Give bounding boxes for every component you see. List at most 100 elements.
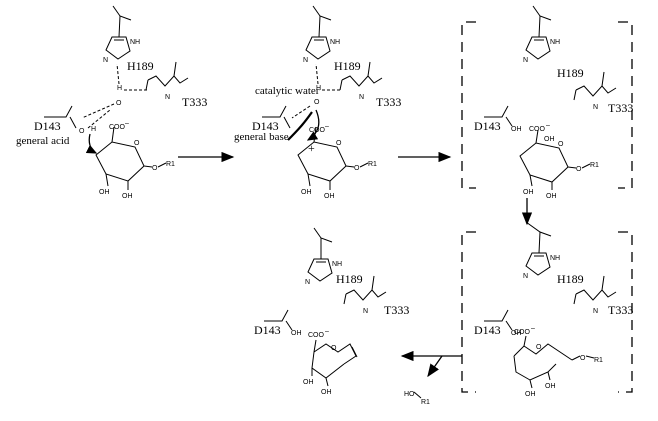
his-label-3: H189 bbox=[557, 66, 584, 80]
thr-label-5: T333 bbox=[384, 303, 409, 317]
o-label-5: O bbox=[331, 345, 337, 352]
thr-n-label-2: N bbox=[359, 94, 364, 101]
water-o-label: O bbox=[116, 100, 122, 107]
oh-label-4a: OH bbox=[525, 391, 536, 398]
his-nh-label-5: NH bbox=[332, 261, 342, 268]
asp-label-3: D143 bbox=[474, 119, 501, 133]
imidazole-ring-2: NH N bbox=[303, 5, 340, 64]
r1-label-1: R1 bbox=[166, 161, 175, 168]
asp143-carboxylate-2 bbox=[262, 105, 291, 129]
catalytic-water-label: catalytic water bbox=[255, 85, 320, 97]
coo-label-1: COO bbox=[109, 124, 126, 131]
oh-label-1a: OH bbox=[122, 193, 133, 200]
imidazole-ring-5: NH N bbox=[305, 227, 342, 286]
coo-minus-3: – bbox=[546, 122, 550, 129]
asp-label-4: D143 bbox=[474, 323, 501, 337]
his-n-label: N bbox=[103, 57, 108, 64]
his-n-label-3: N bbox=[523, 57, 528, 64]
panel-5-final-product: NH N H189 N T333 OH D143 COO – O OH bbox=[254, 227, 409, 396]
o2-label-4: O bbox=[580, 355, 586, 362]
oh-label-1b: OH bbox=[99, 189, 110, 196]
coo-label-3: COO bbox=[529, 126, 546, 133]
open-chain-panel-4: COO – O O R1 OH OH bbox=[513, 325, 603, 398]
oh-label-4b: OH bbox=[545, 383, 556, 390]
asp143-acid-4: OH bbox=[484, 309, 522, 337]
glyco-o-label-2: O bbox=[354, 165, 360, 172]
thr-n-label-5: N bbox=[363, 308, 368, 315]
thr-fragment-4: N bbox=[573, 275, 617, 315]
his-label-2: H189 bbox=[334, 59, 361, 73]
panel-1-substrate-complex: NH N H189 N T333 H O O D143 general acid… bbox=[16, 5, 207, 200]
panel-2-transition-state: NH N H189 N T333 catalytic water H O D14… bbox=[234, 5, 401, 200]
thr-fragment-3: N bbox=[573, 71, 617, 111]
coo-minus-5: – bbox=[325, 328, 329, 335]
oh-label-3c: OH bbox=[544, 136, 555, 143]
asp-label-2: D143 bbox=[252, 119, 279, 133]
r1-label-2: R1 bbox=[368, 161, 377, 168]
thr-label-4: T333 bbox=[608, 303, 633, 317]
his-nh-label: NH bbox=[130, 39, 140, 46]
imidazole-ring: NH N bbox=[103, 5, 140, 64]
o-label-4: O bbox=[536, 344, 542, 351]
his-label-4: H189 bbox=[557, 272, 584, 286]
r1-label-4: R1 bbox=[594, 357, 603, 364]
oh-label-5b: OH bbox=[321, 389, 332, 396]
imidazole-ring-3: NH N bbox=[523, 5, 560, 64]
released-alcohol: HO R1 bbox=[404, 391, 430, 406]
coo-label-4: COO bbox=[514, 329, 531, 336]
sugar-ring-panel-1: COO – O O R1 OH OH bbox=[95, 120, 175, 200]
his-nh-label-4: NH bbox=[550, 255, 560, 262]
ring-o-label-2: O bbox=[336, 140, 342, 147]
his-n-label-5: N bbox=[305, 279, 310, 286]
coo-label-2: COO bbox=[309, 127, 326, 134]
thr-fragment-5: N bbox=[343, 275, 387, 315]
bracket-right-3 bbox=[618, 21, 633, 189]
r1-label-3: R1 bbox=[590, 162, 599, 169]
acid-h-label: H bbox=[91, 126, 96, 133]
asp143-carboxylate: O bbox=[44, 105, 85, 135]
water-h-label: H bbox=[117, 85, 122, 92]
his-label: H189 bbox=[127, 59, 154, 73]
coo-minus-1: – bbox=[125, 120, 129, 127]
asp-oh-label-5: OH bbox=[291, 330, 302, 337]
released-r1-label: R1 bbox=[421, 399, 430, 406]
water-o-label-2: O bbox=[314, 99, 320, 106]
thr-label-3: T333 bbox=[608, 101, 633, 115]
his-n-label-4: N bbox=[523, 273, 528, 280]
thr-n-label-4: N bbox=[593, 308, 598, 315]
thr-label: T333 bbox=[182, 95, 207, 109]
his-nh-label-2: NH bbox=[330, 39, 340, 46]
asp143-acid-3: OH bbox=[484, 105, 522, 133]
oh-label-3b: OH bbox=[523, 189, 534, 196]
bracket-right-4 bbox=[618, 231, 633, 393]
panel-3-intermediate: NH N H189 N T333 OH D143 COO – OH O O R1 bbox=[461, 5, 633, 200]
thr-n-label: N bbox=[165, 94, 170, 101]
coo-minus-4: – bbox=[531, 325, 535, 332]
released-ho-label: HO bbox=[404, 391, 415, 398]
ring-o-label-1: O bbox=[134, 140, 140, 147]
glyco-o-label-1: O bbox=[152, 165, 158, 172]
thr-fragment: N bbox=[145, 61, 189, 101]
release-arrow bbox=[427, 355, 443, 378]
asp-o-label: O bbox=[79, 128, 85, 135]
water-h-label-2: H bbox=[316, 85, 321, 92]
oh-label-2b: OH bbox=[301, 189, 312, 196]
asp-oh-label-3: OH bbox=[511, 126, 522, 133]
oh-label-3a: OH bbox=[546, 193, 557, 200]
thr-fragment-2: N bbox=[339, 61, 383, 101]
thr-label-2: T333 bbox=[376, 95, 401, 109]
oh-label-2a: OH bbox=[324, 193, 335, 200]
thr-n-label-3: N bbox=[593, 104, 598, 111]
general-acid-label: general acid bbox=[16, 135, 70, 147]
oxocarbenium-plus: + bbox=[308, 141, 315, 155]
bracket-left-3 bbox=[461, 21, 476, 189]
general-base-label: general base bbox=[234, 131, 289, 143]
coo-label-5: COO bbox=[308, 332, 325, 339]
his-n-label-2: N bbox=[303, 57, 308, 64]
his-nh-label-3: NH bbox=[550, 39, 560, 46]
ring-o-label-3: O bbox=[558, 141, 564, 148]
oh-label-5a: OH bbox=[303, 379, 314, 386]
glyco-o-label-3: O bbox=[576, 166, 582, 173]
asp143-acid-5: OH bbox=[264, 309, 302, 337]
